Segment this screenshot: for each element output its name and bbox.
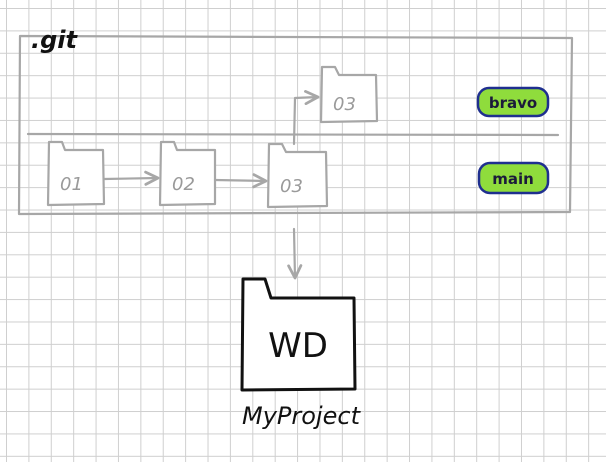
commit-01-folder-icon <box>46 140 106 207</box>
working-directory-label: WD <box>268 326 328 366</box>
branch-bravo: bravo <box>476 86 550 118</box>
arrow-01-to-02 <box>102 170 160 186</box>
commit-03-bravo: 03 <box>319 65 379 124</box>
branch-main: main <box>477 161 550 195</box>
arrow-03-to-working-directory <box>287 227 303 280</box>
commit-01: 01 <box>46 140 106 207</box>
branch-main-label: main <box>492 170 534 188</box>
commit-02-label: 02 <box>172 174 195 195</box>
commit-02: 02 <box>158 140 217 207</box>
git-repository-box <box>17 34 574 216</box>
working-directory: WD <box>240 277 357 392</box>
branch-main-pill <box>477 161 550 195</box>
commit-03-bravo-label: 03 <box>333 94 356 115</box>
project-name: MyProject <box>242 402 362 430</box>
commit-03-main-folder-icon <box>266 142 329 209</box>
working-directory-folder-icon <box>240 277 357 392</box>
branch-bravo-pill <box>476 86 550 118</box>
commit-02-folder-icon <box>158 140 217 207</box>
commit-03-main: 03 <box>266 142 329 209</box>
branch-bravo-label: bravo <box>489 94 537 112</box>
arrow-02-to-03 <box>213 173 268 189</box>
commit-03-main-label: 03 <box>280 176 303 197</box>
arrow-03-to-bravo <box>292 89 320 146</box>
commit-03-bravo-folder-icon <box>319 65 379 124</box>
commit-01-label: 01 <box>60 174 83 195</box>
git-label: .git <box>31 26 79 54</box>
